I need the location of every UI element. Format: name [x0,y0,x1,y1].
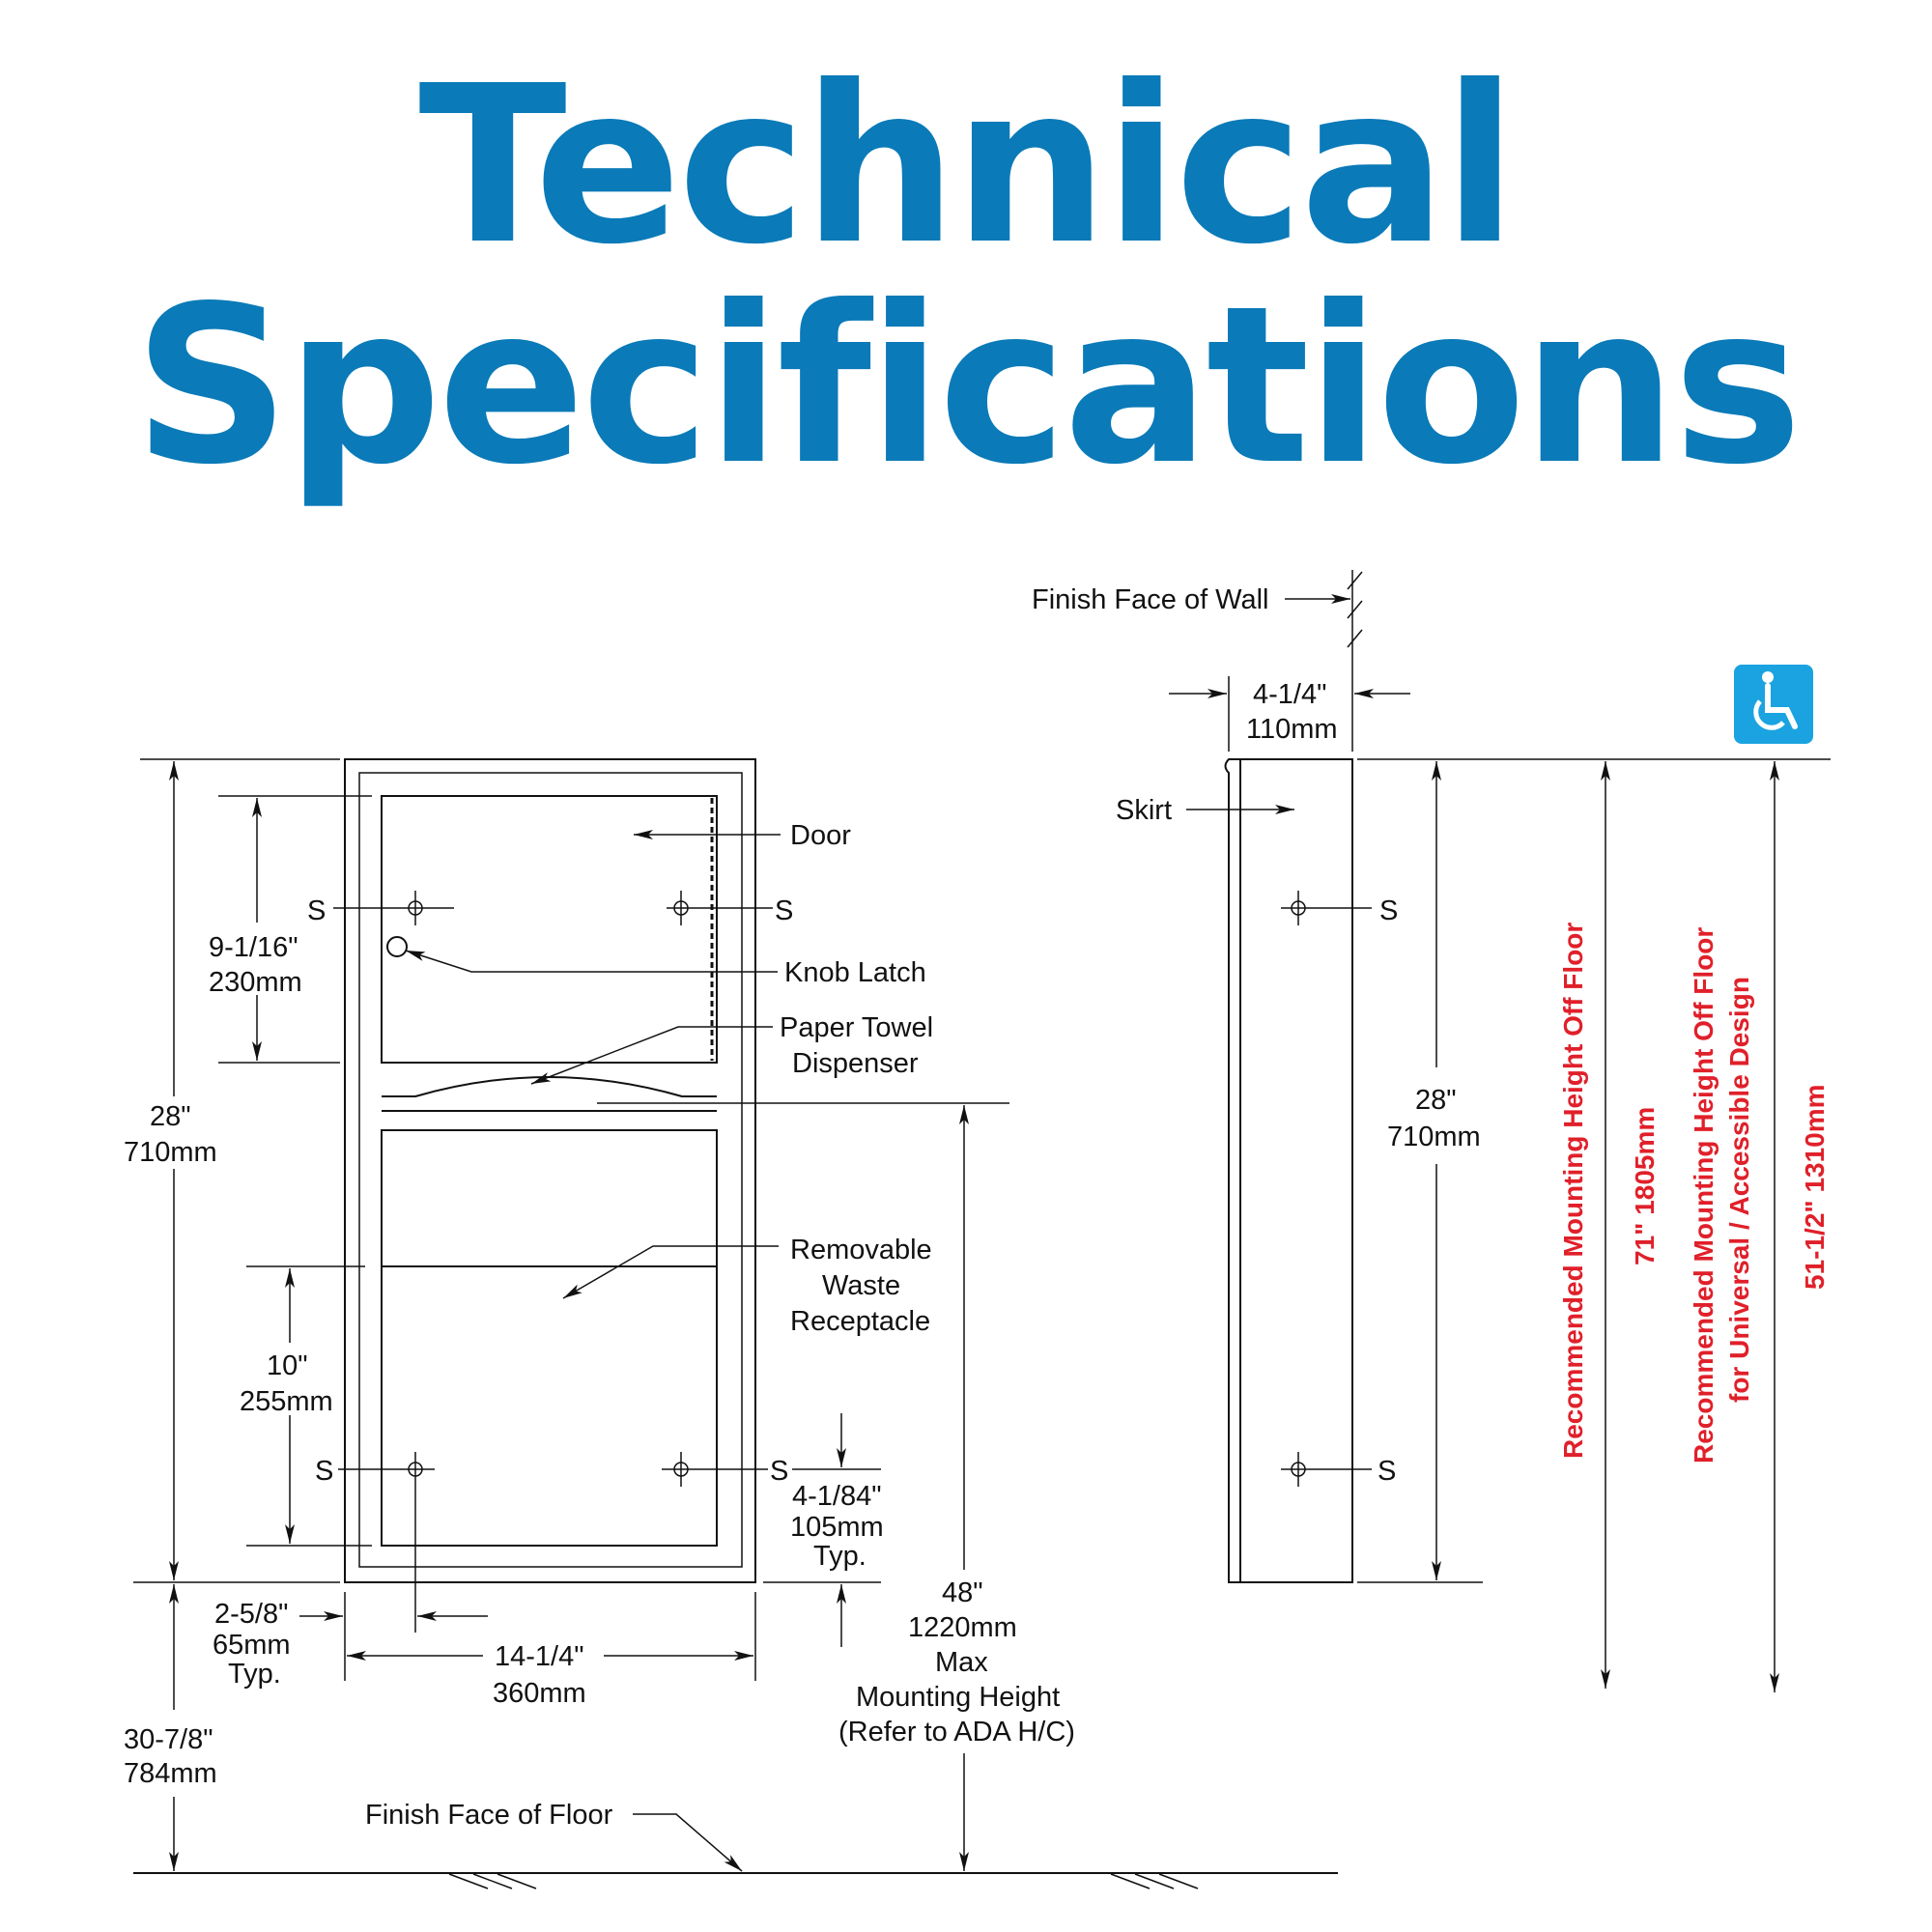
accessible-height-label-2: for Universal / Accessible Design [1724,977,1754,1403]
waste-label-3: Receptacle [790,1306,930,1337]
max-dim-label-1: Max [935,1647,988,1678]
top-dim-mm: 230mm [209,967,302,998]
screw-label: S [775,895,793,926]
inner-flange [358,772,743,1568]
front-view: S S S S Door Knob Latch Paper Towel Disp… [124,758,1338,1889]
bottom-dim-mm: 105mm [790,1512,884,1543]
recommended-height-value: 71" 1805mm [1630,1107,1660,1265]
waste-label-1: Removable [790,1235,932,1265]
cabinet-profile [1239,758,1353,1583]
width-dim-in: 14-1/4" [495,1641,584,1672]
side-view: Finish Face of Wall 4-1/4" 110mm Skirt S… [1032,570,1831,1692]
max-dim-label-3: (Refer to ADA H/C) [838,1717,1075,1747]
overall-height-mm: 710mm [124,1137,217,1168]
width-dim-mm: 360mm [493,1678,586,1709]
title-line-2: Specifications [133,260,1803,513]
screw-label: S [1378,1456,1396,1487]
knob-latch-label: Knob Latch [784,957,926,988]
waste-receptacle [381,1129,718,1547]
bottom-dim-typ: Typ. [813,1541,867,1572]
bottom-dim-in: 4-1/84" [792,1481,882,1512]
top-dim-in: 9-1/16" [209,932,298,963]
side-dim-typ: Typ. [228,1659,281,1690]
towel-slot [382,1076,717,1097]
door-label: Door [790,820,851,851]
floor-dim-mm: 784mm [124,1758,217,1789]
max-dim-in: 48" [942,1577,983,1608]
max-dim-mm: 1220mm [908,1612,1017,1643]
waste-label-2: Waste [822,1270,900,1301]
screw-label: S [315,1456,333,1487]
recommended-height-label: Recommended Mounting Height Off Floor [1558,923,1588,1459]
mid-dim-in: 10" [267,1350,308,1381]
accessible-height-value: 51-1/2" 1310mm [1800,1084,1830,1290]
door-panel [381,795,718,1064]
screw-label: S [307,895,326,926]
title-line-1: Technical [418,40,1517,293]
depth-dim-in: 4-1/4" [1253,679,1326,710]
paper-towel-label-2: Dispenser [792,1048,919,1079]
side-dim-mm: 65mm [213,1630,291,1661]
depth-dim-mm: 110mm [1246,714,1338,745]
max-dim-label-2: Mounting Height [856,1682,1060,1713]
finish-wall-label: Finish Face of Wall [1032,584,1269,615]
floor-hatch [448,1873,1199,1889]
floor-dim-in: 30-7/8" [124,1724,213,1755]
screw-label: S [1379,895,1398,926]
screw-marks [333,891,773,1633]
screw-label: S [770,1456,788,1487]
side-height-in: 28" [1415,1085,1457,1116]
side-dim-in: 2-5/8" [214,1599,288,1630]
skirt-profile [1224,758,1241,1583]
wheelchair-accessibility-icon [1734,665,1813,744]
skirt-label: Skirt [1116,795,1172,826]
accessible-height-label-1: Recommended Mounting Height Off Floor [1689,927,1719,1463]
overall-height-in: 28" [150,1101,191,1132]
knob-latch [386,936,408,957]
mid-dim-mm: 255mm [240,1386,333,1417]
outer-flange [344,758,756,1583]
finish-floor-label: Finish Face of Floor [365,1800,613,1831]
side-height-mm: 710mm [1387,1122,1481,1152]
paper-towel-label-1: Paper Towel [780,1012,933,1043]
